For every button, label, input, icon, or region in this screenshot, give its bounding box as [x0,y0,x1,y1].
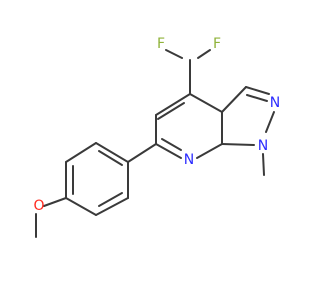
bond-c3-n2-double [245,86,270,95]
bond-n7-c7a [196,143,223,159]
bond-n2-n1 [265,111,275,133]
nitrogen-atom-pyridine: N [184,152,194,168]
bond-c3a-c3 [221,86,247,113]
bond-benzene-4 [65,197,97,216]
fluorine-atom-1: F [157,36,165,52]
bond-c6-n7-double [155,143,182,159]
bond-c6-n7-inner [161,138,182,151]
bond-benzene-2 [65,142,97,163]
bond-n1-c7a [221,143,255,146]
bond-c3a-c4 [189,93,223,113]
bond-f1-chf2 [165,49,183,59]
molecule-structure: F F N N N O [33,36,280,238]
bond-c4-c5-inner [157,102,185,120]
bond-n1-methyl [262,153,265,176]
nitrogen-atom-pyrazole-top: N [270,95,280,111]
bond-lines [35,49,275,238]
bond-benzene-5 [95,197,129,216]
bond-c6-aryl [127,143,157,163]
atom-labels: F F N N N O [33,36,280,214]
bond-f2-chf2 [197,49,211,59]
oxygen-atom-methoxy: O [33,198,44,214]
bond-aryl-o [43,197,67,207]
bond-benzene-inner-3 [98,192,123,207]
fluorine-atom-2: F [213,36,221,52]
nitrogen-atom-pyrazole-methyl: N [258,138,268,154]
bond-c4-c5-double [155,93,191,116]
bond-c3-n2-inner [246,94,268,102]
bond-benzene-inner-1 [98,150,123,166]
bond-benzene-1 [95,142,129,163]
